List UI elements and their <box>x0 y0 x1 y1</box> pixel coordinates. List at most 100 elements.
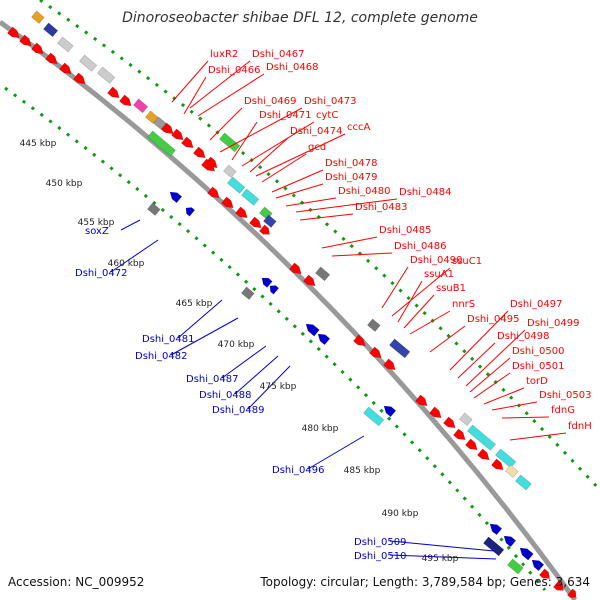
reverse-gene-4 <box>269 285 280 295</box>
red-connector-0 <box>171 60 209 103</box>
tick-rings <box>4 0 600 591</box>
forward-gene-8 <box>57 36 74 53</box>
reverse-gene-15 <box>531 559 545 572</box>
red-connector-31 <box>501 416 550 419</box>
red-connector-32 <box>509 432 567 441</box>
reverse-gene-label: Dshi_0489 <box>212 405 264 416</box>
forward-gene-label: ssuA1 <box>424 269 454 280</box>
forward-gene-label: ssuC1 <box>452 256 482 267</box>
kbp-label: 445 kbp <box>20 139 57 149</box>
forward-gene-label: Dshi_0474 <box>290 126 342 137</box>
forward-gene-54 <box>539 568 550 579</box>
forward-gene-label: Dshi_0497 <box>510 299 562 310</box>
red-connector-16 <box>321 236 378 249</box>
forward-gene-44 <box>443 416 456 429</box>
forward-gene-37 <box>353 334 366 347</box>
red-connector-11 <box>271 169 324 193</box>
forward-gene-55 <box>553 580 564 591</box>
blue-connector-8 <box>389 540 495 552</box>
reverse-gene-5 <box>241 286 255 300</box>
forward-gene-29 <box>235 206 248 219</box>
forward-gene-47 <box>477 448 490 461</box>
forward-gene-24 <box>227 176 246 194</box>
red-connector-5 <box>219 107 303 153</box>
forward-gene-12 <box>119 94 132 107</box>
red-connector-19 <box>391 267 451 317</box>
red-connector-7 <box>241 121 315 167</box>
kbp-label: 460 kbp <box>108 259 145 269</box>
red-connector-12 <box>275 183 324 199</box>
forward-gene-40 <box>389 338 411 359</box>
forward-gene-22 <box>147 130 176 157</box>
forward-gene-label: cytC <box>316 110 338 121</box>
red-connector-9 <box>255 133 346 177</box>
red-connector-24 <box>429 325 466 353</box>
kbp-label: 475 kbp <box>260 382 297 392</box>
forward-gene-3 <box>45 52 58 65</box>
forward-gene-5 <box>73 72 86 85</box>
blue-connector-9 <box>389 554 497 560</box>
forward-gene-label: Dshi_0467 <box>252 49 304 60</box>
red-connector-29 <box>483 387 525 405</box>
forward-gene-label: Dshi_0486 <box>394 241 446 252</box>
forward-gene-label: Dshi_0466 <box>208 65 260 76</box>
red-connector-23 <box>449 310 509 371</box>
reverse-gene-label: Dshi_0509 <box>354 537 406 548</box>
reverse-gene-3 <box>261 277 273 288</box>
red-connector-15 <box>299 213 354 221</box>
blue-connector-5 <box>234 355 279 395</box>
forward-gene-23 <box>201 158 216 172</box>
reverse-gene-8 <box>363 406 385 427</box>
blue-connector-0 <box>120 219 141 231</box>
forward-gene-label: nnrS <box>452 299 475 310</box>
forward-gene-28 <box>221 196 234 209</box>
forward-gene-label: fdnH <box>568 421 592 432</box>
reverse-gene-label: soxZ <box>85 226 109 237</box>
red-connector-25 <box>465 329 526 387</box>
forward-gene-46 <box>465 438 478 451</box>
forward-gene-45 <box>453 428 466 441</box>
reverse-gene-0 <box>169 191 183 204</box>
reverse-gene-label: Dshi_0496 <box>272 465 324 476</box>
forward-gene-13 <box>133 98 149 114</box>
forward-gene-label: Dshi_0495 <box>467 314 519 325</box>
forward-gene-42 <box>415 394 428 407</box>
forward-gene-label: torD <box>526 376 548 387</box>
reverse-gene-9 <box>383 405 397 418</box>
forward-gene-52 <box>505 464 519 478</box>
forward-gene-label: Dshi_0503 <box>539 390 591 401</box>
forward-gene-43 <box>429 406 442 419</box>
forward-gene-label: Dshi_0468 <box>266 62 318 73</box>
red-connector-20 <box>397 280 423 323</box>
blue-connector-4 <box>221 345 267 379</box>
forward-gene-56 <box>567 588 577 598</box>
forward-gene-17 <box>171 128 184 141</box>
red-connector-14 <box>295 198 398 213</box>
forward-gene-31 <box>259 224 270 235</box>
inner-tick-ring <box>4 86 547 591</box>
red-connector-28 <box>473 372 511 399</box>
forward-gene-41 <box>367 318 381 332</box>
red-connector-22 <box>409 310 451 335</box>
forward-gene-label: Dshi_0473 <box>304 96 356 107</box>
reverse-gene-label: Dshi_0472 <box>75 268 127 279</box>
reverse-gene-label: Dshi_0481 <box>142 334 194 345</box>
forward-gene-25 <box>223 164 237 178</box>
red-connector-1 <box>189 60 251 109</box>
forward-gene-label: Dshi_0483 <box>355 202 407 213</box>
forward-gene-36 <box>315 266 331 282</box>
forward-gene-30 <box>249 216 262 229</box>
forward-gene-9 <box>79 54 98 72</box>
forward-gene-label: luxR2 <box>210 49 238 60</box>
reverse-gene-label: Dshi_0488 <box>199 390 251 401</box>
forward-gene-21 <box>219 132 241 153</box>
kbp-label: 495 kbp <box>422 554 459 564</box>
kbp-label: 455 kbp <box>78 218 115 228</box>
reverse-gene-7 <box>317 333 331 346</box>
forward-gene-16 <box>161 122 174 135</box>
kbp-label: 480 kbp <box>302 424 339 434</box>
forward-gene-49 <box>459 412 473 426</box>
reverse-gene-6 <box>305 323 320 337</box>
